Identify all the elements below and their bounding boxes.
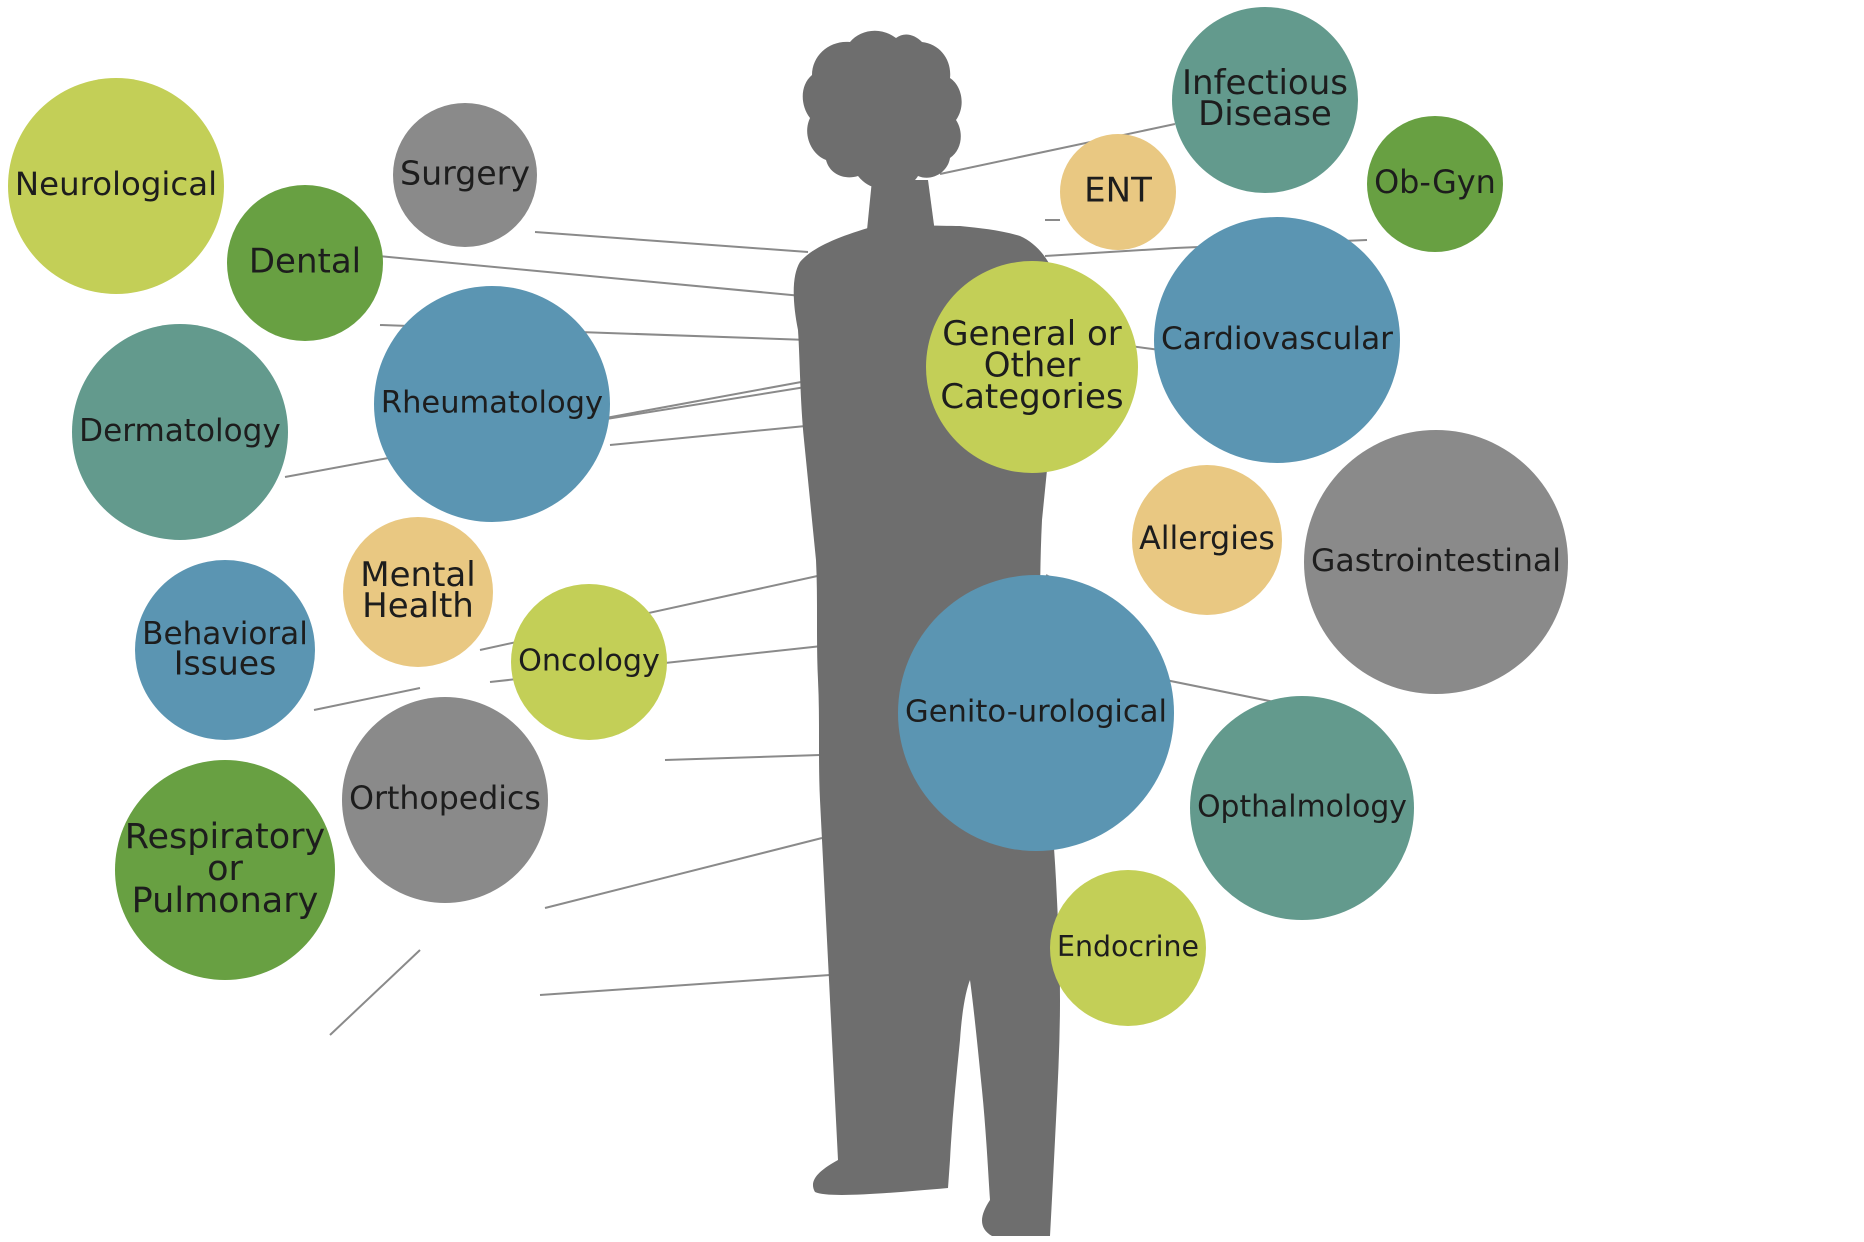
bubble-label-dental: Dental [249,242,361,282]
bubble-neurological: Neurological [8,78,224,294]
bubble-label-infectious-disease-line-1: Infectious [1182,63,1348,103]
bubble-circle-genito-urological [898,575,1174,851]
bubble-label-respiratory-or-pulmonary-line-2: or [207,849,243,889]
bubble-label-infectious-disease-line-2: Disease [1198,94,1332,134]
bubble-label-general-or-other-categories-line-3: Categories [940,377,1123,417]
bubble-label-respiratory-or-pulmonary-line-3: Pulmonary [132,881,319,921]
bubble-circle-surgery [393,103,537,247]
bubble-label-mental-health-line-1: Mental [360,555,475,595]
bubble-circle-opthalmology [1190,696,1414,920]
connector-rheumatology [599,384,819,421]
connector-ent [1044,247,1176,257]
bubble-oncology: Oncology [511,584,667,740]
bubble-label-oncology: Oncology [518,644,660,679]
bubble-label-opthalmology: Opthalmology [1197,790,1407,825]
bubble-circle-orthopedics [342,697,548,903]
connector-oncology [664,754,821,761]
bubble-label-allergies: Allergies [1139,521,1275,557]
bubble-opthalmology: Opthalmology [1190,696,1414,920]
connector-orthopedics [539,974,831,996]
bubble-label-genito-urological: Genito-urological [905,695,1167,730]
connector-orthopedics [329,949,421,1036]
bubble-label-behavioral-issues-line-2: Issues [174,644,277,683]
bubble-label-general-or-other-categories-line-1: General or [942,314,1122,354]
bubble-circle-respiratory-or-pulmonary [115,760,335,980]
bubble-circle-infectious-disease [1172,7,1358,193]
bubble-genito-urological: Genito-urological [898,575,1174,851]
bubble-circle-rheumatology [374,286,610,522]
bubble-ent: ENT [1060,134,1176,250]
bubble-label-mental-health-line-2: Health [362,586,474,626]
bubble-label-endocrine: Endocrine [1057,930,1199,963]
connector-infectious-disease [939,123,1176,175]
bubble-gastrointestinal: Gastrointestinal [1304,430,1568,694]
connector-behavioral-issues [313,687,421,711]
bubble-circle-mental-health [343,517,493,667]
bubble-circle-behavioral-issues [135,560,315,740]
bubble-cardiovascular: Cardiovascular [1154,217,1400,463]
bubble-label-cardiovascular: Cardiovascular [1161,321,1393,357]
bubble-label-behavioral-issues-line-1: Behavioral [142,616,308,652]
bubble-endocrine: Endocrine [1050,870,1206,1026]
bubble-ob-gyn: Ob-Gyn [1367,116,1503,252]
bubble-label-respiratory-or-pulmonary-line-1: Respiratory [125,817,326,857]
person-neck [866,180,936,240]
bubble-label-ent: ENT [1084,171,1152,211]
connector-orthopedics [544,837,823,909]
bubble-label-general-or-other-categories-line-2: Other [984,346,1081,386]
bubble-label-dermatology: Dermatology [79,413,281,449]
connector-rheumatology [609,424,817,446]
bubble-label-ob-gyn: Ob-Gyn [1374,163,1496,201]
bubble-label-orthopedics: Orthopedics [349,781,541,817]
bubble-dermatology: Dermatology [72,324,288,540]
bubble-circle-endocrine [1050,870,1206,1026]
bubble-orthopedics: Orthopedics [342,697,548,903]
bubble-circle-cardiovascular [1154,217,1400,463]
bubble-label-surgery: Surgery [400,154,530,193]
bubble-label-gastrointestinal: Gastrointestinal [1311,543,1561,579]
bubble-circle-gastrointestinal [1304,430,1568,694]
connector-surgery [534,231,809,253]
bubble-rheumatology: Rheumatology [374,286,610,522]
bubble-dental: Dental [227,185,383,341]
bubble-label-rheumatology: Rheumatology [381,386,603,421]
bubble-circle-allergies [1132,465,1282,615]
bubble-circle-ob-gyn [1367,116,1503,252]
bubble-circle-dermatology [72,324,288,540]
bubble-circle-ent [1060,134,1176,250]
bubble-allergies: Allergies [1132,465,1282,615]
bubble-circle-general-or-other-categories [926,261,1138,473]
bubble-surgery: Surgery [393,103,537,247]
bubble-circle-oncology [511,584,667,740]
bubble-circle-dental [227,185,383,341]
person-head [802,30,962,189]
bubble-circle-neurological [8,78,224,294]
bubble-label-neurological: Neurological [15,165,217,203]
